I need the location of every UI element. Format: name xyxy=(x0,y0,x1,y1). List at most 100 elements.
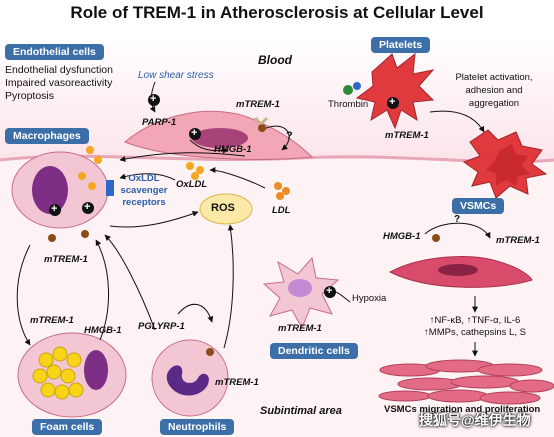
pglyrp1-label: PGLYRP-1 xyxy=(138,321,185,332)
endothelial-mtrem-label: mTREM-1 xyxy=(236,99,280,110)
endothelial-nucleus xyxy=(192,128,248,148)
macrophage-lipid-1 xyxy=(78,172,86,180)
vsmc-question: ? xyxy=(454,214,461,225)
plus-glyph-5: + xyxy=(84,201,91,213)
plus-glyph-4: + xyxy=(51,203,58,215)
ldl-particle-2 xyxy=(282,187,290,195)
vsmc-loop-arrow xyxy=(424,222,491,239)
receptors-label-1: OxLDL xyxy=(128,173,160,184)
arrow-ldl-to-oxldl xyxy=(209,167,266,189)
vsmc-effect-1: ↑NF-κB, ↑TNF-α, IL-6 xyxy=(429,315,521,326)
foam-hmgb1-label: HMGB-1 xyxy=(84,325,122,336)
neutrophil-mtrem-label: mTREM-1 xyxy=(215,377,259,388)
parp1-label: PARP-1 xyxy=(142,117,177,128)
platelets-badge: Platelets xyxy=(371,37,431,53)
platelet-cell xyxy=(355,52,435,130)
endothelial-effect-2: Impaired vasoreactivity xyxy=(5,77,113,89)
plus-6 xyxy=(324,286,336,298)
plus-glyph-6: + xyxy=(326,285,333,297)
dendritic-nucleus xyxy=(288,279,312,297)
endothelial-effect-1: Endothelial dysfunction xyxy=(5,64,113,76)
page-title: Role of TREM-1 in Atherosclerosis at Cel… xyxy=(70,3,484,22)
scavenger-receptor-icon xyxy=(106,180,114,196)
macrophage-nucleus xyxy=(32,166,68,214)
plus-glyph-2: + xyxy=(191,127,198,139)
neutrophils-badge: Neutrophils xyxy=(160,419,235,435)
macrophage-hmgb1-dot-2 xyxy=(81,230,89,238)
oxldl-particle-5 xyxy=(191,172,199,180)
arrow-foam-to-macrophage xyxy=(95,239,110,341)
oxldl-particle-2 xyxy=(86,146,94,154)
subintimal-label: Subintimal area xyxy=(260,405,342,417)
plus-glyph-3: + xyxy=(389,96,396,108)
ldl-particle-3 xyxy=(276,192,284,200)
arrow-neutrophil-loop xyxy=(177,304,214,323)
thrombin-icon-2 xyxy=(353,82,361,90)
macrophage-lipid-2 xyxy=(88,182,96,190)
vsmc-mtrem-label: mTREM-1 xyxy=(496,235,540,246)
hmgb1-dot xyxy=(258,124,266,132)
vsmc-effect-2: ↑MMPs, cathepsins L, S xyxy=(424,327,526,338)
arrow-oxldl-to-macrophage xyxy=(119,173,176,181)
low-shear-label: Low shear stress xyxy=(138,70,214,81)
arrow-pglyrp1-to-macrophage xyxy=(104,234,156,331)
macrophage-mtrem-label: mTREM-1 xyxy=(44,254,88,265)
foam-badge: Foam cells xyxy=(32,419,103,435)
plus-glyph-1: + xyxy=(150,93,157,105)
vsmcs-badge: VSMCs xyxy=(452,198,505,214)
vsmc-proliferation xyxy=(378,359,554,405)
endothelial-effect-3: Pyroptosis xyxy=(5,90,55,102)
ldl-particle-1 xyxy=(274,182,282,190)
blood-label: Blood xyxy=(258,53,292,67)
platelet-arrow xyxy=(429,110,485,133)
endothelial-badge: Endothelial cells xyxy=(5,44,104,60)
platelet-effect-2: adhesion and xyxy=(465,85,523,96)
arrow-macrophage-to-ros xyxy=(109,210,199,228)
platelet-effect-3: aggregation xyxy=(468,98,520,109)
parp-hmgb-arrow xyxy=(189,139,229,154)
macrophages-badge: Macrophages xyxy=(5,128,89,144)
foam-mtrem-label: mTREM-1 xyxy=(30,315,74,326)
endothelial-hmgb1-label: HMGB-1 xyxy=(214,144,252,155)
arrow-macrophage-to-foam xyxy=(16,244,31,346)
plus-4 xyxy=(49,204,61,216)
macrophage-hmgb1-dot xyxy=(48,234,56,242)
dendritic-badge: Dendritic cells xyxy=(270,343,358,359)
platelet-effect-1: Platelet activation, xyxy=(455,72,533,83)
vsmc-hmgb1-label: HMGB-1 xyxy=(383,231,421,242)
neutrophil-dot xyxy=(206,348,214,356)
neutrophil-cell xyxy=(151,339,229,417)
plus-2 xyxy=(189,128,201,140)
endothelial-loop-arrow xyxy=(261,125,290,151)
ros-bubble xyxy=(199,193,253,225)
foam-lipid-droplets xyxy=(32,346,84,400)
foam-nucleus xyxy=(84,350,108,390)
arrow-endothelium-to-macrophage xyxy=(119,152,246,162)
thrombin-icon xyxy=(343,85,353,95)
vsmc-hmgb1-dot xyxy=(432,234,440,242)
vsmc-bottom-label: VSMCs migration and proliferation xyxy=(384,404,541,415)
endothelial-question: ? xyxy=(286,130,293,142)
platelet-mtrem-label: mTREM-1 xyxy=(385,130,429,141)
arrow-neutrophil-to-ros xyxy=(223,224,234,349)
platelet-aggregate-2 xyxy=(486,144,530,186)
oxldl-particle-4 xyxy=(196,166,204,174)
vsmc-nucleus xyxy=(438,264,478,276)
receptors-label-3: receptors xyxy=(122,197,166,208)
oxldl-particle-3 xyxy=(186,162,194,170)
neutrophil-nucleus xyxy=(166,365,209,396)
thrombin-label: Thrombin xyxy=(328,99,369,110)
plus-5 xyxy=(82,202,94,214)
receptors-label-2: scavenger xyxy=(120,185,168,196)
plus-3 xyxy=(387,97,399,109)
ldl-label: LDL xyxy=(272,205,291,216)
oxldl-particle-1 xyxy=(94,156,102,164)
watermark: 搜狐号@维伊生物 xyxy=(419,412,531,428)
plus-1 xyxy=(148,94,160,106)
hypoxia-label: Hypoxia xyxy=(352,293,387,304)
endothelial-receptor xyxy=(253,116,269,126)
oxldl-label: OxLDL xyxy=(176,179,208,190)
dendritic-mtrem-label: mTREM-1 xyxy=(278,323,322,334)
